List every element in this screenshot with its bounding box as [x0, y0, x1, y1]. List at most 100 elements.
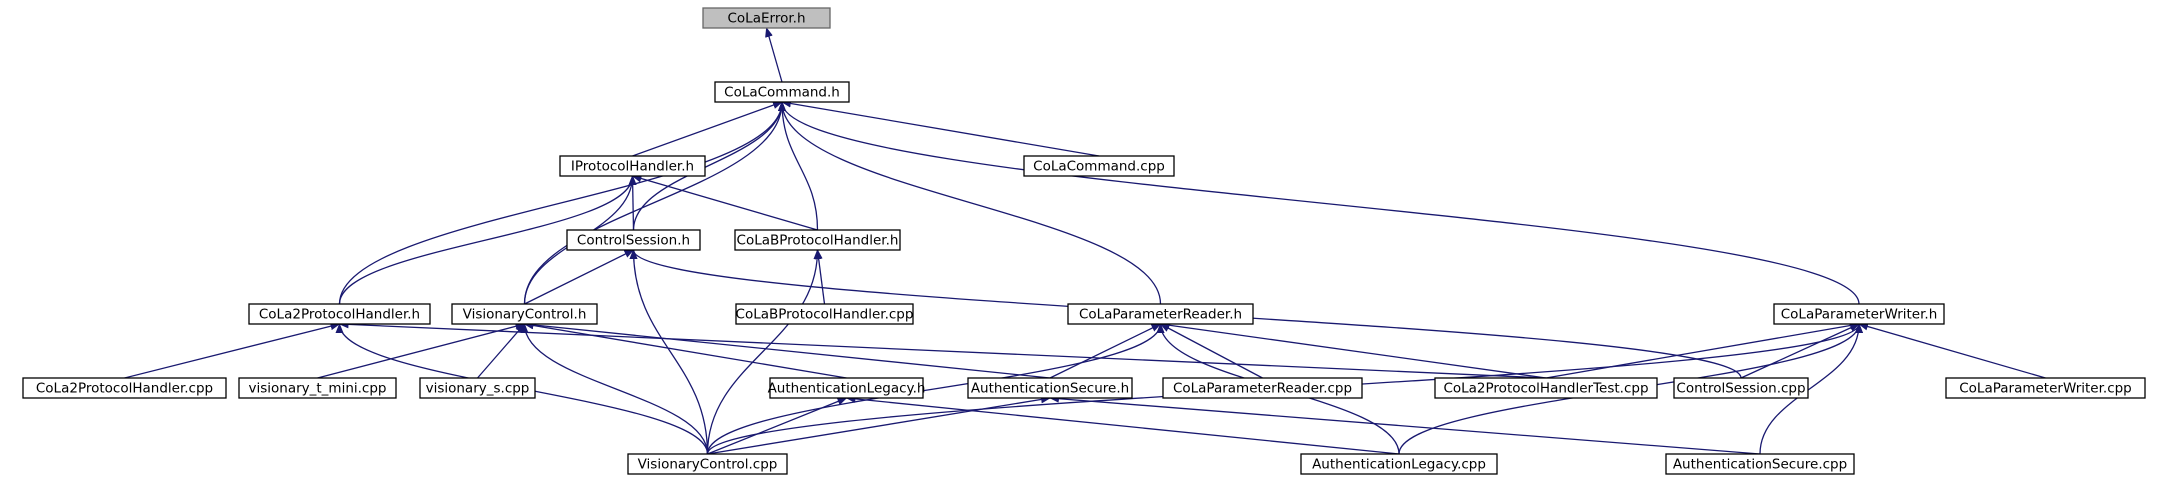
nodes-layer: CoLaError.hCoLaCommand.hIProtocolHandler…	[22, 7, 2146, 475]
dependency-edge	[707, 395, 1051, 455]
graph-node[interactable]: CoLaParameterReader.h	[1067, 303, 1254, 325]
graph-node[interactable]: visionary_s.cpp	[419, 377, 536, 399]
node-box[interactable]	[566, 229, 701, 251]
node-box[interactable]	[1673, 377, 1809, 399]
graph-node[interactable]: CoLaParameterWriter.h	[1773, 303, 1945, 325]
graph-node[interactable]: CoLa2ProtocolHandler.h	[248, 303, 431, 325]
dependency-edge	[1545, 321, 1860, 379]
node-box[interactable]	[967, 377, 1133, 399]
node-label: CoLaError.h	[728, 11, 806, 27]
node-box[interactable]	[1067, 303, 1254, 325]
dependency-edge	[523, 101, 786, 305]
node-box[interactable]	[734, 229, 901, 251]
node-box[interactable]	[1300, 453, 1498, 475]
node-box[interactable]	[238, 377, 397, 399]
node-label: CoLaParameterWriter.h	[1781, 307, 1938, 323]
node-box[interactable]	[702, 7, 831, 29]
dependency-edge	[1049, 394, 1761, 455]
node-box[interactable]	[559, 155, 706, 177]
graph-node[interactable]: AuthenticationSecure.h	[967, 377, 1133, 399]
node-label: AuthenticationLegacy.cpp	[1312, 457, 1486, 473]
dependency-edge	[523, 321, 847, 379]
dependency-edge	[1049, 323, 1162, 379]
node-label: visionary_s.cpp	[426, 381, 530, 397]
dependency-edge	[317, 322, 526, 379]
dependency-edge	[338, 101, 786, 305]
graph-node[interactable]: visionary_t_mini.cpp	[238, 377, 397, 399]
dependency-edge	[520, 323, 709, 455]
node-box[interactable]	[248, 303, 431, 325]
node-box[interactable]	[714, 81, 850, 103]
dependency-edge	[523, 320, 1051, 379]
node-box[interactable]	[1162, 377, 1363, 399]
dependency-edge	[765, 27, 783, 83]
node-label: CoLaParameterReader.cpp	[1173, 381, 1352, 397]
node-box[interactable]	[1773, 303, 1945, 325]
node-label: ControlSession.cpp	[1676, 381, 1805, 397]
node-box[interactable]	[735, 303, 914, 325]
graph-node[interactable]: CoLaBProtocolHandler.cpp	[735, 303, 914, 325]
dependency-edge	[629, 249, 709, 455]
node-label: IProtocolHandler.h	[571, 159, 694, 175]
graph-node[interactable]: CoLaCommand.h	[714, 81, 850, 103]
node-label: CoLaBProtocolHandler.h	[737, 233, 899, 249]
graph-node[interactable]: AuthenticationLegacy.h	[768, 377, 926, 399]
node-label: VisionaryControl.h	[463, 307, 587, 323]
graph-node[interactable]: IProtocolHandler.h	[559, 155, 706, 177]
graph-node[interactable]: VisionaryControl.h	[451, 303, 598, 325]
graph-node[interactable]: AuthenticationSecure.cpp	[1665, 453, 1855, 475]
node-label: visionary_t_mini.cpp	[248, 381, 386, 397]
dependency-edge	[477, 323, 526, 379]
graph-node[interactable]: CoLaParameterWriter.cpp	[1945, 377, 2146, 399]
node-box[interactable]	[627, 453, 788, 475]
graph-node[interactable]: ControlSession.h	[566, 229, 701, 251]
dependency-edge	[124, 322, 341, 379]
graph-node[interactable]: CoLaBProtocolHandler.h	[734, 229, 901, 251]
dependency-edge	[631, 174, 818, 231]
node-box[interactable]	[419, 377, 536, 399]
dependency-edge	[1858, 322, 2046, 379]
node-label: CoLaBProtocolHandler.cpp	[736, 307, 914, 323]
graph-node[interactable]: CoLaParameterReader.cpp	[1162, 377, 1363, 399]
dependency-edge	[778, 101, 1162, 305]
dependency-edge	[781, 99, 1100, 157]
dependency-edge	[778, 101, 819, 231]
dependency-edge	[1740, 323, 1860, 379]
dependency-edge	[632, 101, 783, 157]
node-box[interactable]	[1434, 377, 1658, 399]
node-box[interactable]	[1665, 453, 1855, 475]
node-label: AuthenticationSecure.cpp	[1673, 457, 1847, 473]
graph-node[interactable]: CoLa2ProtocolHandler.cpp	[22, 377, 227, 399]
dependency-edge	[338, 320, 1547, 379]
node-box[interactable]	[22, 377, 227, 399]
node-box[interactable]	[1945, 377, 2146, 399]
node-label: AuthenticationLegacy.h	[768, 381, 926, 397]
graph-node[interactable]: CoLaError.h	[702, 7, 831, 29]
node-label: CoLaCommand.h	[724, 85, 840, 101]
dependency-edge	[1159, 323, 1263, 379]
node-label: AuthenticationSecure.h	[971, 381, 1129, 397]
node-box[interactable]	[769, 377, 924, 399]
graph-node[interactable]: AuthenticationLegacy.cpp	[1300, 453, 1498, 475]
dependency-edge	[706, 249, 822, 455]
dependency-edge	[778, 101, 1860, 305]
node-label: VisionaryControl.cpp	[638, 457, 778, 473]
graph-node[interactable]: CoLa2ProtocolHandlerTest.cpp	[1434, 377, 1658, 399]
dependency-edge	[632, 101, 786, 231]
node-label: ControlSession.h	[577, 233, 690, 249]
graph-node[interactable]: CoLaCommand.cpp	[1023, 155, 1175, 177]
dependency-edge	[1159, 321, 1547, 379]
dependency-edge	[524, 249, 635, 305]
node-label: CoLa2ProtocolHandler.h	[259, 307, 420, 323]
graph-node[interactable]: ControlSession.cpp	[1673, 377, 1809, 399]
node-label: CoLa2ProtocolHandler.cpp	[36, 381, 213, 397]
node-box[interactable]	[451, 303, 598, 325]
dependency-edge	[814, 249, 826, 305]
dependency-edge	[706, 323, 1165, 455]
graph-node[interactable]: VisionaryControl.cpp	[627, 453, 788, 475]
node-label: CoLaParameterReader.h	[1079, 307, 1242, 323]
node-box[interactable]	[1023, 155, 1175, 177]
dependency-edge	[1759, 323, 1863, 455]
dependency-edge	[338, 175, 637, 305]
